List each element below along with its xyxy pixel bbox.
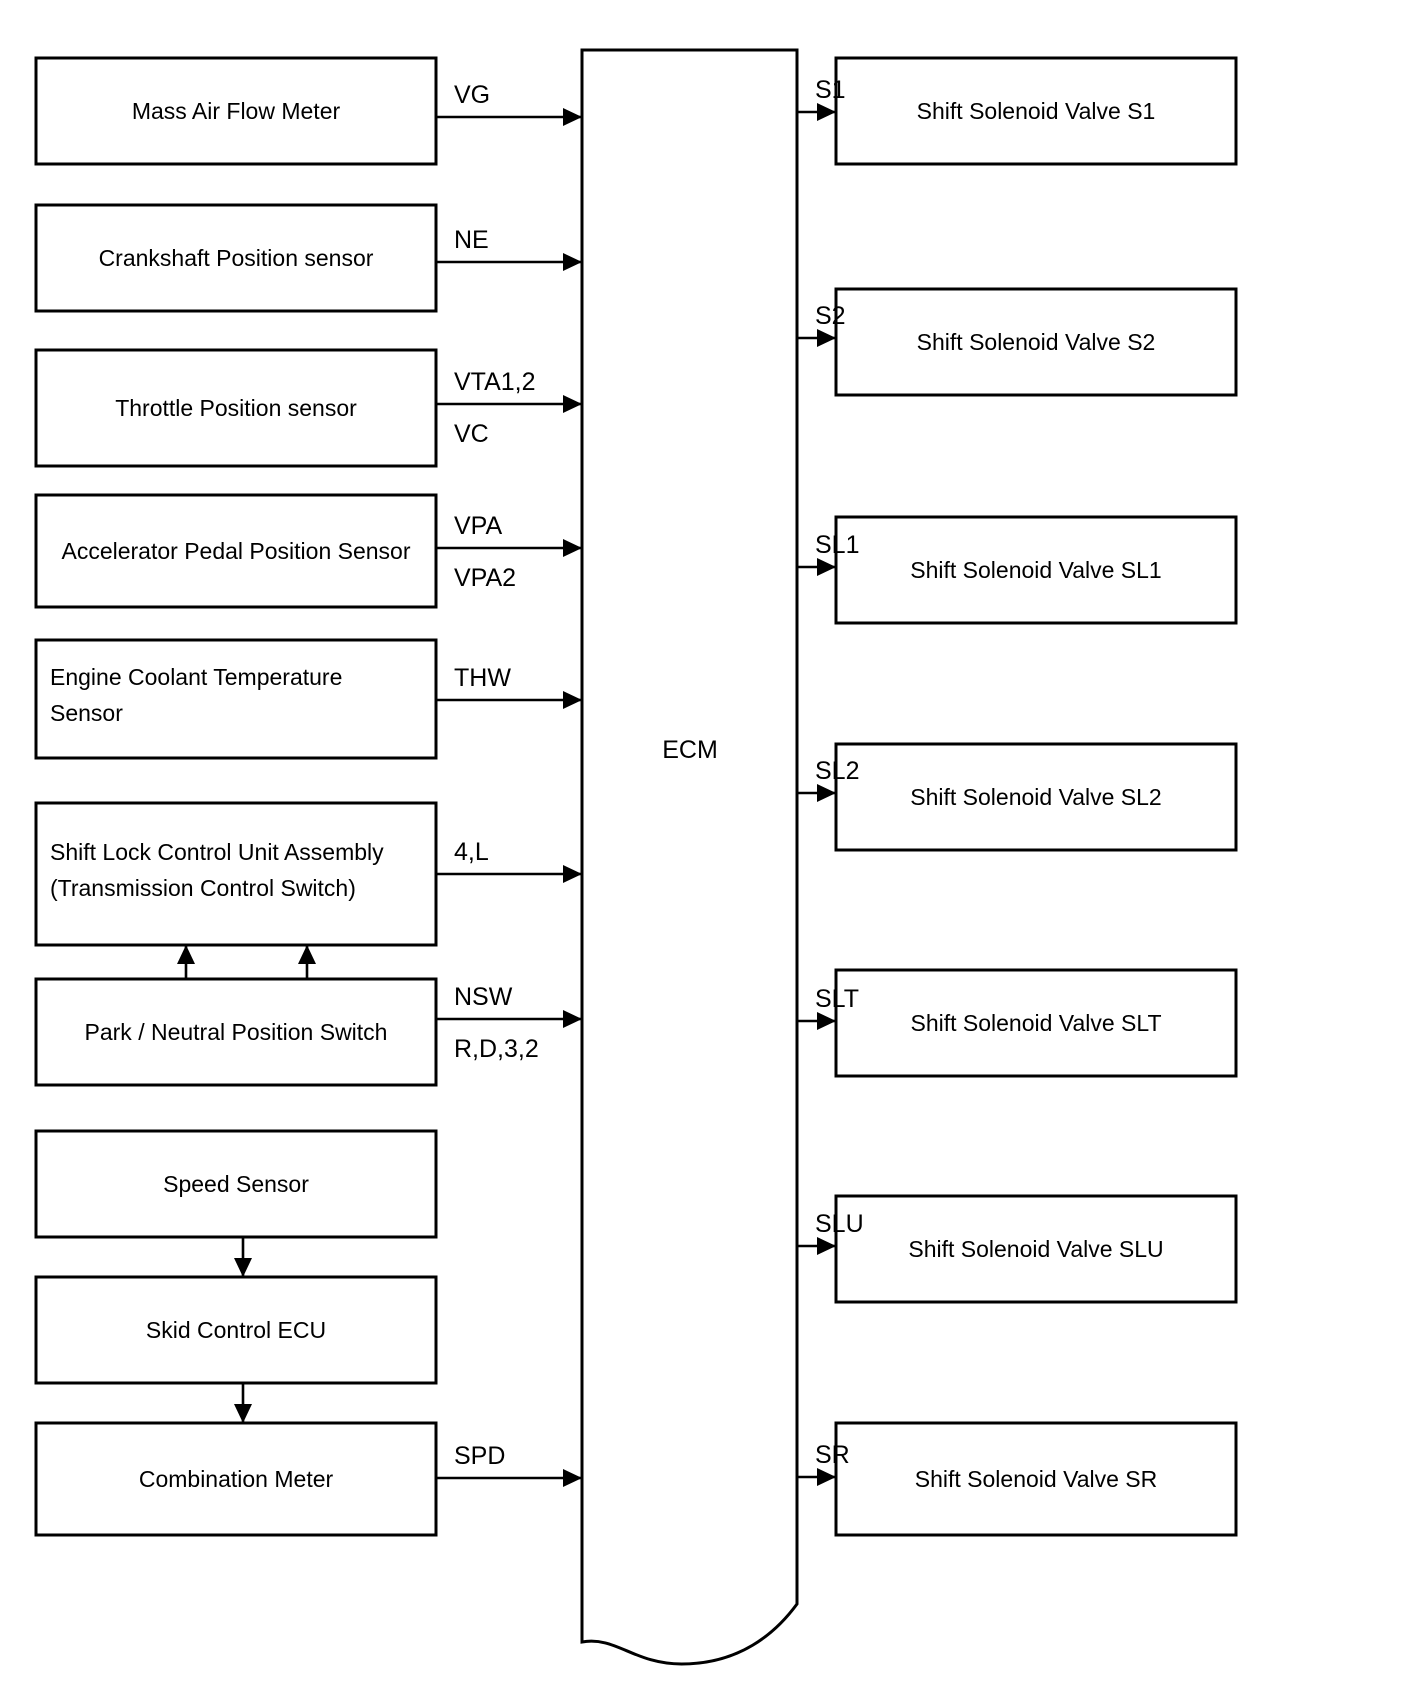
arrow-head-shift-solenoid-valve-sl2 <box>817 784 836 802</box>
arrow-head-skid-control-ecu-to-combination-meter <box>234 1404 252 1423</box>
arrow-head-shift-solenoid-valve-slu <box>817 1237 836 1255</box>
node-box <box>834 287 1238 397</box>
signal-label-nsw: NSW <box>454 983 513 1011</box>
arrow-head-pnp-to-shiftlock-right <box>298 945 316 964</box>
output-node-shift-solenoid-valve-sl2[interactable]: Shift Solenoid Valve SL2 <box>834 742 1238 852</box>
input-node-speed-sensor[interactable]: Speed Sensor <box>34 1129 438 1239</box>
arrow-head-engine-coolant-temperature-sensor <box>563 691 582 709</box>
output-node-shift-solenoid-valve-s2[interactable]: Shift Solenoid Valve S2 <box>834 287 1238 397</box>
output-node-shift-solenoid-valve-slu[interactable]: Shift Solenoid Valve SLU <box>834 1194 1238 1304</box>
node-label: Shift Solenoid Valve SR <box>915 1466 1158 1492</box>
node-box <box>34 638 438 760</box>
node-label: Mass Air Flow Meter <box>132 98 341 124</box>
node-label: Engine Coolant Temperature <box>50 664 342 690</box>
node-label: Shift Solenoid Valve SL1 <box>910 557 1161 583</box>
node-box <box>34 1421 438 1537</box>
signal-label-slu: SLU <box>815 1210 864 1238</box>
arrow-head-throttle-position-sensor <box>563 395 582 413</box>
arrow-head-shift-solenoid-valve-sl1 <box>817 558 836 576</box>
node-box <box>34 1129 438 1239</box>
node-box <box>834 1421 1238 1537</box>
node-box <box>834 742 1238 852</box>
output-nodes-layer: Shift Solenoid Valve S1 Shift Solenoid Va… <box>834 56 1238 1537</box>
signal-label-s1: S1 <box>815 76 846 104</box>
signal-label-sr: SR <box>815 1441 850 1469</box>
input-node-shift-lock-control-unit-assembly[interactable]: Shift Lock Control Unit Assembly (Transmi… <box>34 801 438 947</box>
node-label: Combination Meter <box>139 1466 334 1492</box>
node-box <box>34 56 438 166</box>
input-node-skid-control-ecu[interactable]: Skid Control ECU <box>34 1275 438 1385</box>
arrow-head-shift-solenoid-valve-s1 <box>817 103 836 121</box>
output-node-shift-solenoid-valve-sl1[interactable]: Shift Solenoid Valve SL1 <box>834 515 1238 625</box>
output-node-shift-solenoid-valve-sr[interactable]: Shift Solenoid Valve SR <box>834 1421 1238 1537</box>
signal-label-s2: S2 <box>815 302 846 330</box>
signal-label-sl1: SL1 <box>815 531 859 559</box>
ecm-module[interactable]: ECM <box>580 48 799 1666</box>
arrow-head-shift-solenoid-valve-s2 <box>817 329 836 347</box>
ecm-column-shape <box>580 48 799 1666</box>
signal-label-vta12: VTA1,2 <box>454 368 536 396</box>
signal-label-vg: VG <box>454 81 490 109</box>
arrow-head-accelerator-pedal-position-sensor <box>563 539 582 557</box>
node-box <box>34 977 438 1087</box>
signal-label-vc: VC <box>454 420 489 448</box>
node-label: Throttle Position sensor <box>115 395 357 421</box>
node-box <box>34 801 438 947</box>
node-label: (Transmission Control Switch) <box>50 875 356 901</box>
input-node-combination-meter[interactable]: Combination Meter <box>34 1421 438 1537</box>
signal-label-vpa: VPA <box>454 512 502 540</box>
signal-label-ne: NE <box>454 226 489 254</box>
node-box <box>34 203 438 313</box>
output-node-shift-solenoid-valve-s1[interactable]: Shift Solenoid Valve S1 <box>834 56 1238 166</box>
arrow-head-shift-solenoid-valve-slt <box>817 1012 836 1030</box>
signal-label-sl2: SL2 <box>815 757 859 785</box>
node-box <box>834 968 1238 1078</box>
node-label: Park / Neutral Position Switch <box>85 1019 388 1045</box>
arrow-head-mass-air-flow-meter <box>563 108 582 126</box>
node-box <box>34 348 438 468</box>
node-box <box>834 515 1238 625</box>
ecm-label: ECM <box>662 736 718 764</box>
node-label: Shift Solenoid Valve SLT <box>910 1010 1161 1036</box>
output-node-shift-solenoid-valve-slt[interactable]: Shift Solenoid Valve SLT <box>834 968 1238 1078</box>
signal-label-vpa2: VPA2 <box>454 564 516 592</box>
node-label: Skid Control ECU <box>146 1317 326 1343</box>
signal-label-slt: SLT <box>815 985 859 1013</box>
arrow-head-crankshaft-position-sensor <box>563 253 582 271</box>
node-box <box>34 493 438 609</box>
node-label: Shift Solenoid Valve S1 <box>917 98 1156 124</box>
arrow-head-shift-solenoid-valve-sr <box>817 1468 836 1486</box>
input-node-mass-air-flow-meter[interactable]: Mass Air Flow Meter <box>34 56 438 166</box>
node-box <box>34 1275 438 1385</box>
arrow-head-shift-lock-control-unit-assembly <box>563 865 582 883</box>
node-box <box>834 1194 1238 1304</box>
node-label: Sensor <box>50 700 123 726</box>
node-label: Shift Solenoid Valve SL2 <box>910 784 1161 810</box>
node-label: Speed Sensor <box>163 1171 309 1197</box>
input-node-throttle-position-sensor[interactable]: Throttle Position sensor <box>34 348 438 468</box>
input-node-crankshaft-position-sensor[interactable]: Crankshaft Position sensor <box>34 203 438 313</box>
signal-label-4l: 4,L <box>454 838 489 866</box>
node-label: Shift Solenoid Valve SLU <box>908 1236 1163 1262</box>
input-node-park-neutral-position-switch[interactable]: Park / Neutral Position Switch <box>34 977 438 1087</box>
arrow-head-combination-meter <box>563 1469 582 1487</box>
arrow-head-pnp-to-shiftlock-left <box>177 945 195 964</box>
signal-label-thw: THW <box>454 664 511 692</box>
arrow-head-park-neutral-position-switch <box>563 1010 582 1028</box>
node-label: Accelerator Pedal Position Sensor <box>61 538 410 564</box>
input-node-accelerator-pedal-position-sensor[interactable]: Accelerator Pedal Position Sensor <box>34 493 438 609</box>
node-label: Shift Solenoid Valve S2 <box>917 329 1156 355</box>
node-label: Crankshaft Position sensor <box>99 245 374 271</box>
signal-label-rd32: R,D,3,2 <box>454 1035 539 1063</box>
arrow-head-speed-sensor-to-skid-control-ecu <box>234 1258 252 1277</box>
signal-label-spd: SPD <box>454 1442 505 1470</box>
node-label: Shift Lock Control Unit Assembly <box>50 839 384 865</box>
